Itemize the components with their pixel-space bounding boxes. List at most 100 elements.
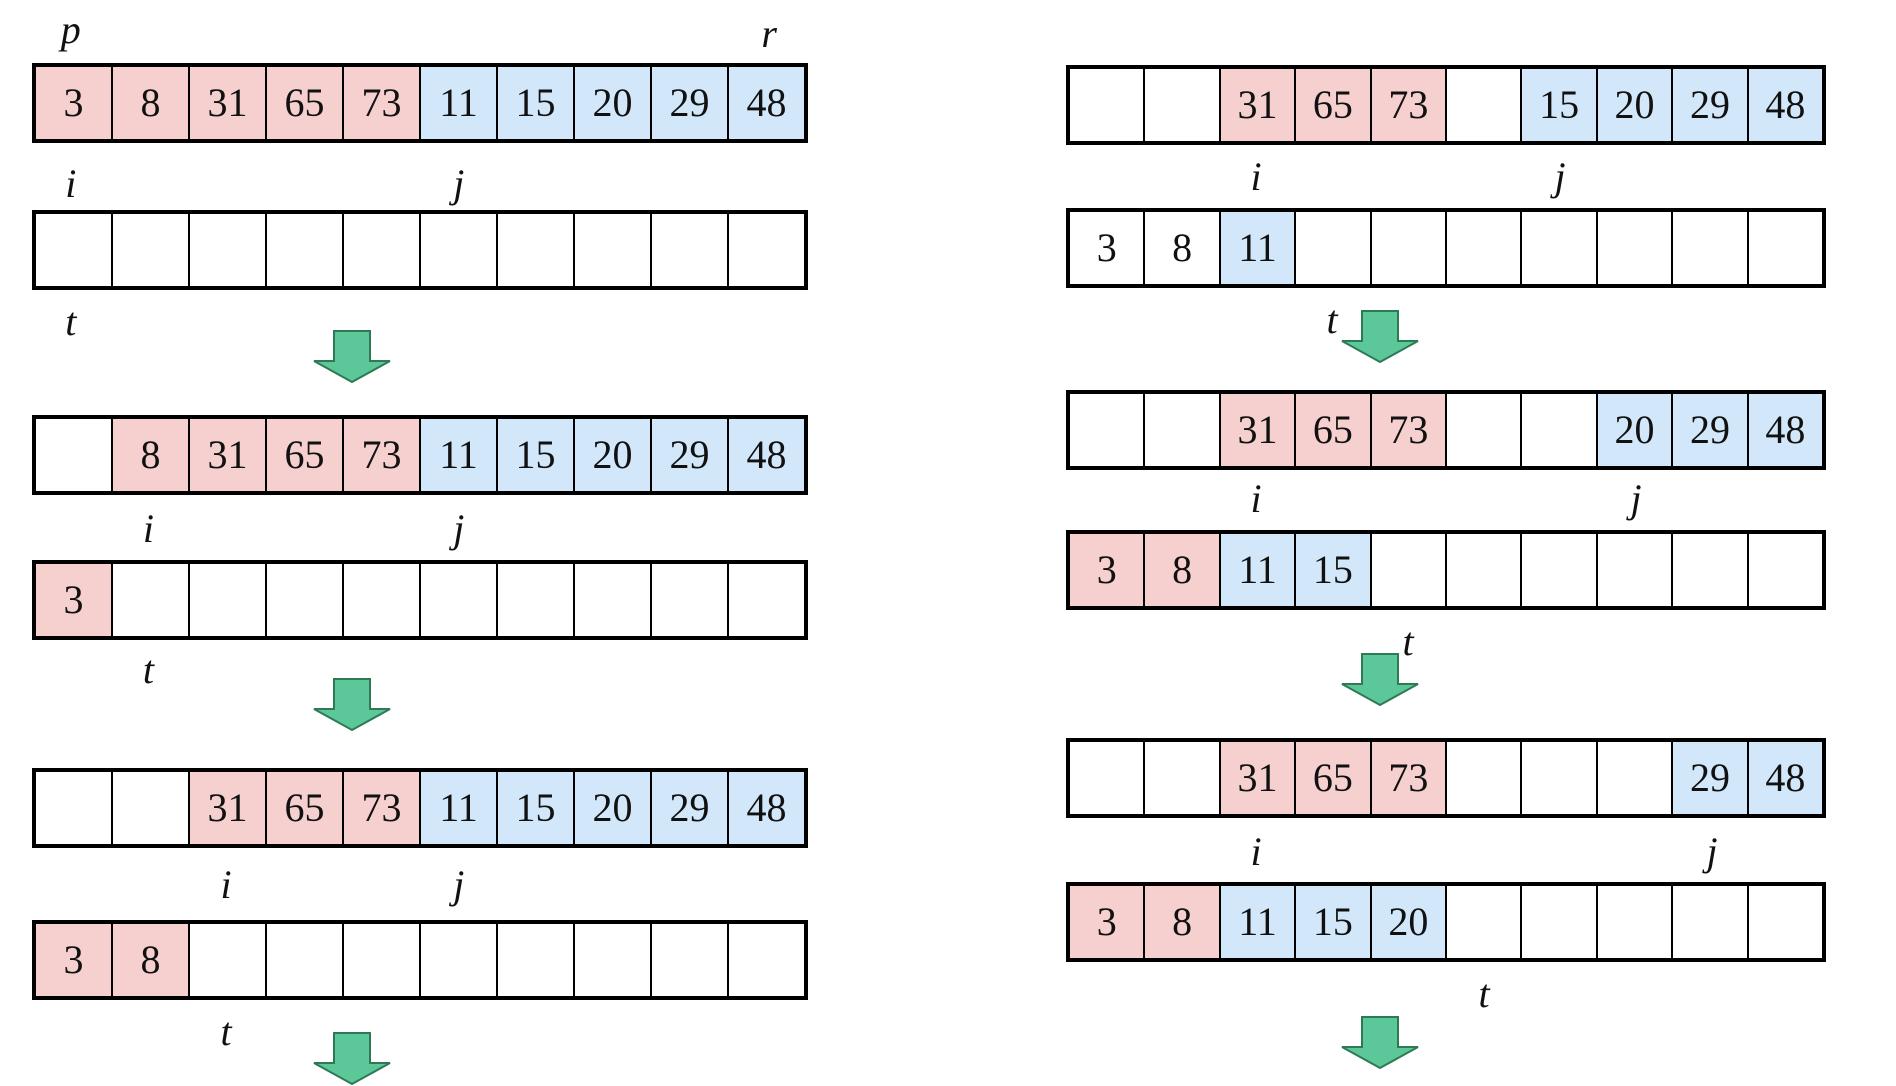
array-cell: 15: [1294, 534, 1370, 606]
array-cell: 8: [1143, 534, 1219, 606]
label-r: r: [761, 11, 777, 56]
array-cell: [1520, 394, 1595, 466]
array-cell: 8: [1143, 212, 1218, 284]
array-cell: 15: [496, 67, 573, 139]
array-cell: 73: [1369, 69, 1446, 141]
array-cell: [1445, 534, 1520, 606]
array-cell: [1445, 742, 1520, 814]
array-cell: [188, 924, 265, 996]
array-cell: 8: [111, 67, 188, 139]
array-cell: 29: [650, 67, 727, 139]
array-cell: [1746, 534, 1822, 606]
array-cell: [36, 214, 111, 286]
label-t: t: [142, 647, 154, 692]
down-arrow-icon: [1341, 653, 1419, 707]
array-cell: 11: [1218, 212, 1295, 284]
label-i: i: [1250, 829, 1262, 874]
array-cell: [188, 214, 265, 286]
array-cell: [342, 924, 419, 996]
array-cell: 11: [419, 419, 496, 491]
array-cell: [727, 214, 804, 286]
array-cell: [496, 214, 573, 286]
array-cell: [419, 214, 496, 286]
array-cell: [1595, 742, 1671, 814]
array-cell: [1671, 534, 1746, 606]
array-cell: [1520, 534, 1595, 606]
array-cell: 20: [573, 419, 650, 491]
array-cell: [1595, 534, 1671, 606]
array-cell: [650, 564, 727, 636]
array-cell: 8: [111, 419, 188, 491]
array-cell: [650, 924, 727, 996]
label-i: i: [65, 161, 77, 206]
array-cell: [1143, 69, 1218, 141]
array-cell: 29: [1671, 742, 1747, 814]
array-cell: [1143, 742, 1218, 814]
array-cell: [1595, 886, 1671, 958]
array-cell: [1369, 534, 1445, 606]
array-cell: [265, 564, 342, 636]
label-j: j: [453, 862, 465, 907]
array-cell: [1520, 742, 1595, 814]
down-arrow-icon: [313, 678, 391, 732]
array-cell: 20: [1369, 886, 1446, 958]
array-cell: [573, 564, 650, 636]
array-cell: [36, 772, 111, 844]
array-cell: [1746, 212, 1822, 284]
label-i: i: [142, 506, 154, 551]
array-cell: 20: [573, 67, 650, 139]
array-cell: 48: [727, 419, 804, 491]
label-t: t: [220, 1009, 232, 1054]
down-arrow-icon: [313, 330, 391, 384]
array-cell: [1070, 394, 1143, 466]
array-cell: 73: [1369, 394, 1446, 466]
array-cell: 48: [727, 67, 804, 139]
array-cell: 73: [1369, 742, 1446, 814]
label-j: j: [1630, 476, 1642, 521]
array-cell: [1070, 742, 1143, 814]
label-j: j: [1706, 829, 1718, 874]
array-cell: [727, 924, 804, 996]
array-cell: 31: [188, 67, 265, 139]
label-i: i: [1250, 154, 1262, 199]
array-cell: 48: [1746, 742, 1823, 814]
array-cell: 65: [1294, 742, 1370, 814]
array-cell: 3: [36, 67, 111, 139]
down-arrow-icon: [1341, 1016, 1419, 1070]
array-cell: [1445, 394, 1520, 466]
array-cell: 3: [1070, 534, 1144, 606]
array-cell: [188, 564, 265, 636]
array-cell: 20: [1595, 394, 1672, 466]
array-cell: 11: [419, 772, 496, 844]
array-cell: [111, 564, 188, 636]
array-cell: 73: [342, 67, 419, 139]
array-cell: [1369, 212, 1445, 284]
array-cell: 29: [650, 772, 727, 844]
array-cell: 48: [1746, 69, 1823, 141]
label-t: t: [1326, 297, 1338, 342]
array-cell: [342, 214, 419, 286]
array-cell: 20: [1595, 69, 1672, 141]
array-cell: 11: [419, 67, 496, 139]
array-cell: [573, 214, 650, 286]
array-cell: [265, 924, 342, 996]
array-cell: [650, 214, 727, 286]
label-j: j: [453, 506, 465, 551]
array-cell: [36, 419, 111, 491]
label-t: t: [1402, 619, 1414, 664]
array-cell: [1671, 886, 1746, 958]
array-cell: 48: [727, 772, 804, 844]
array-cell: [1445, 212, 1520, 284]
array-cell: [496, 564, 573, 636]
array-cell: 15: [496, 772, 573, 844]
array-cell: 8: [111, 924, 188, 996]
label-p: p: [60, 7, 81, 52]
array-cell: [1520, 212, 1595, 284]
